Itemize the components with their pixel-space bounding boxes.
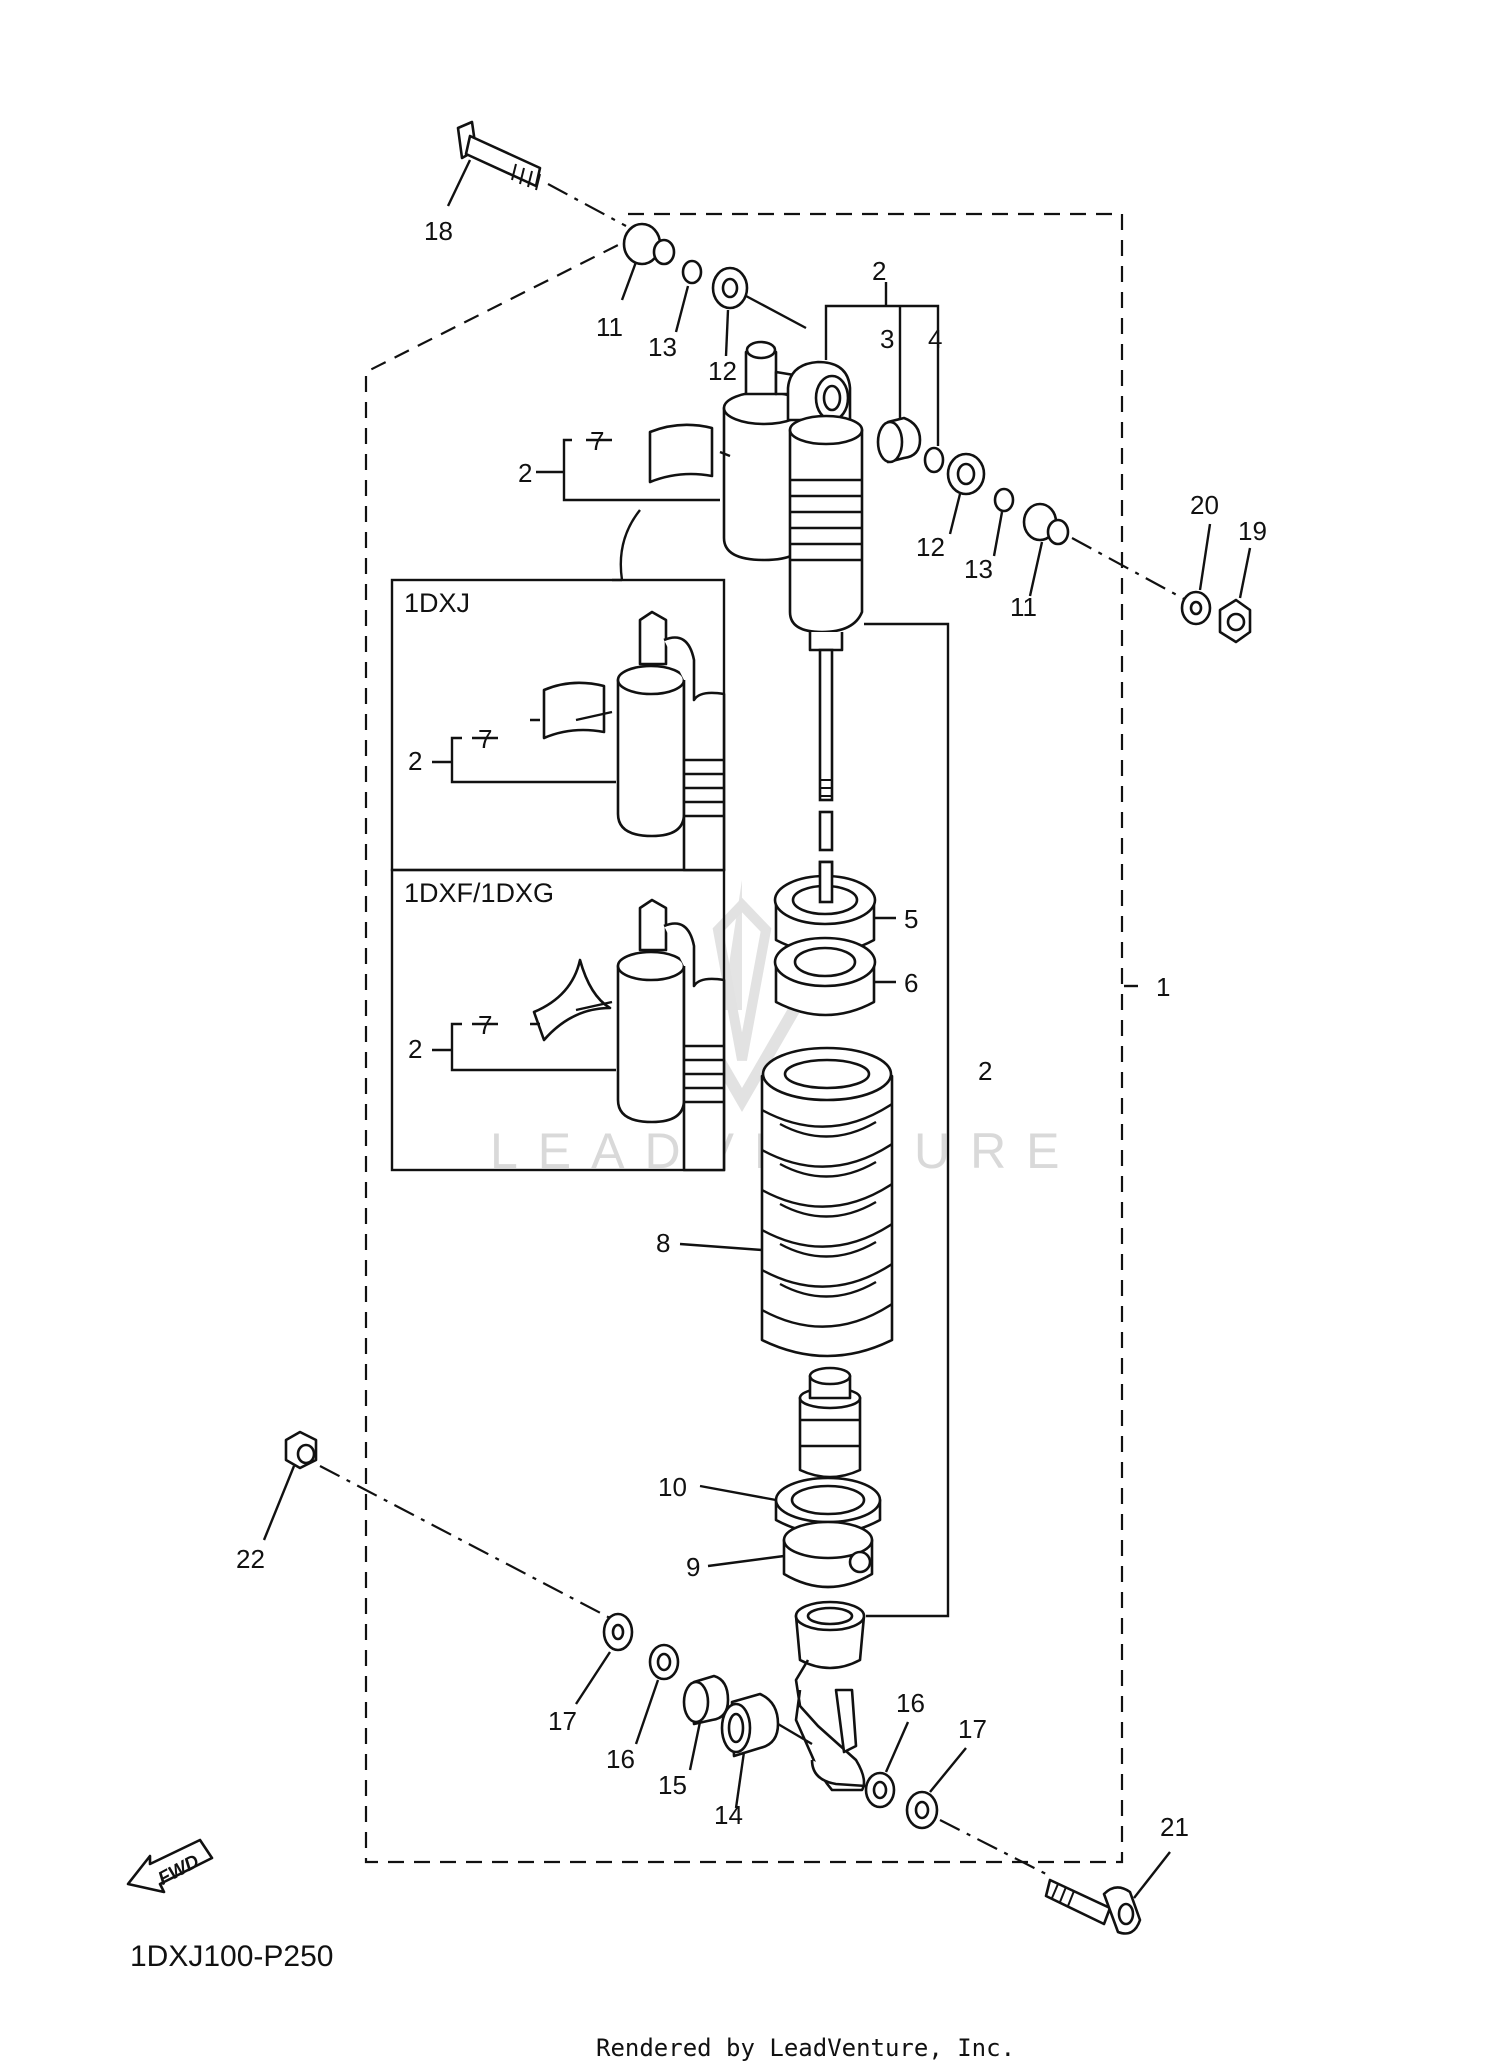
part-4-circlip: [923, 356, 945, 474]
callout-5: 5: [904, 904, 918, 934]
callout-2-inset-b: 2: [408, 1034, 422, 1064]
leader-12-to-reservoir: [745, 294, 807, 330]
callout-11-right: 11: [1010, 592, 1037, 622]
part-22-nut: [262, 1430, 318, 1541]
callout-15: 15: [658, 1770, 687, 1800]
part-14-bearing: [720, 1692, 780, 1809]
part-15-collar: [682, 1674, 730, 1771]
part-21-bolt: [1044, 1851, 1171, 1935]
axis-line-bottom-right: [939, 1819, 1051, 1877]
part-13-oring-left: [681, 259, 703, 285]
damper-body: [786, 360, 864, 904]
part-17-washer-left: [574, 1612, 634, 1705]
part-16-seal-right: [864, 1721, 910, 1809]
part-18-bolt: [446, 120, 542, 207]
bracket-2-top: [824, 282, 940, 360]
part-17-washer-right: [905, 1747, 967, 1830]
inset-title-1dxj: 1DXJ: [404, 588, 470, 618]
part-8-spring: [679, 1046, 894, 1358]
callout-20: 20: [1190, 490, 1219, 520]
part-20-washer: [1180, 523, 1212, 626]
callout-19: 19: [1238, 516, 1267, 546]
callout-13-right: 13: [964, 554, 993, 584]
callout-7-inset-b: 7: [478, 1010, 492, 1040]
part-7-guard-main: [648, 423, 714, 484]
bracket-2-left: [536, 438, 731, 502]
axis-line-top: [547, 183, 627, 227]
part-16-seal-left: [634, 1643, 680, 1745]
inset-1dxf-drawing: [432, 898, 726, 1172]
callout-21: 21: [1160, 1812, 1189, 1842]
callout-7-inset-a: 7: [478, 724, 492, 754]
part-19-nut: [1218, 547, 1252, 644]
bump-stop: [798, 1366, 862, 1479]
callout-16-right: 16: [896, 1688, 925, 1718]
callout-6: 6: [904, 968, 918, 998]
callout-3: 3: [880, 324, 894, 354]
callout-2-inset-a: 2: [408, 746, 422, 776]
part-9-spring-guide: [707, 1520, 874, 1589]
callout-2-right: 2: [978, 1056, 992, 1086]
callout-22: 22: [236, 1544, 265, 1574]
callout-7-main: 7: [590, 426, 604, 456]
callout-12-right: 12: [916, 532, 945, 562]
callout-16-left: 16: [606, 1744, 635, 1774]
callout-17-left: 17: [548, 1706, 577, 1736]
callout-labels: 1 2 2 2 2 2 3 4 5 6 7 7 7 8 9 10 11 11 1…: [236, 216, 1267, 1842]
callout-11-left: 11: [596, 312, 623, 342]
leader-13-right: [992, 511, 1004, 557]
axis-line-right: [1071, 537, 1187, 601]
callout-13-left: 13: [648, 332, 677, 362]
callout-2-left: 2: [518, 458, 532, 488]
callout-pointer: [619, 509, 641, 581]
lower-clevis: [794, 1600, 867, 1792]
callout-10: 10: [658, 1472, 687, 1502]
render-credit: Rendered by LeadVenture, Inc.: [596, 2034, 1015, 2062]
part-3-bushing: [876, 356, 922, 464]
leader-14-to-clevis: [777, 1722, 813, 1746]
part-11-collar-left: [620, 222, 676, 301]
inset-title-1dxf-1dxg: 1DXF/1DXG: [404, 878, 554, 908]
bracket-2-right: [864, 622, 950, 1618]
part-12-seal-left: [711, 266, 749, 357]
callout-12-left: 12: [708, 356, 737, 386]
callout-14: 14: [714, 1800, 743, 1830]
part-13-oring-right: [993, 487, 1015, 513]
callout-17-right: 17: [958, 1714, 987, 1744]
callout-8: 8: [656, 1228, 670, 1258]
part-12-seal-right: [946, 452, 986, 535]
callout-18: 18: [424, 216, 453, 246]
callout-2-top: 2: [872, 256, 886, 286]
fwd-arrow-icon: FWD: [126, 1838, 214, 1894]
callout-1: 1: [1156, 972, 1170, 1002]
leader-13-left: [674, 285, 690, 333]
reservoir-tank: [722, 340, 806, 562]
callout-9: 9: [686, 1552, 700, 1582]
part-6-adjuster: [773, 936, 896, 1017]
callout-4: 4: [928, 324, 942, 354]
diagram-code: 1DXJ100-P250: [130, 1940, 333, 1973]
axis-line-bottom-left: [319, 1465, 611, 1619]
inset-1dxj-drawing: [432, 610, 726, 872]
part-11-collar-right: [1022, 502, 1070, 597]
